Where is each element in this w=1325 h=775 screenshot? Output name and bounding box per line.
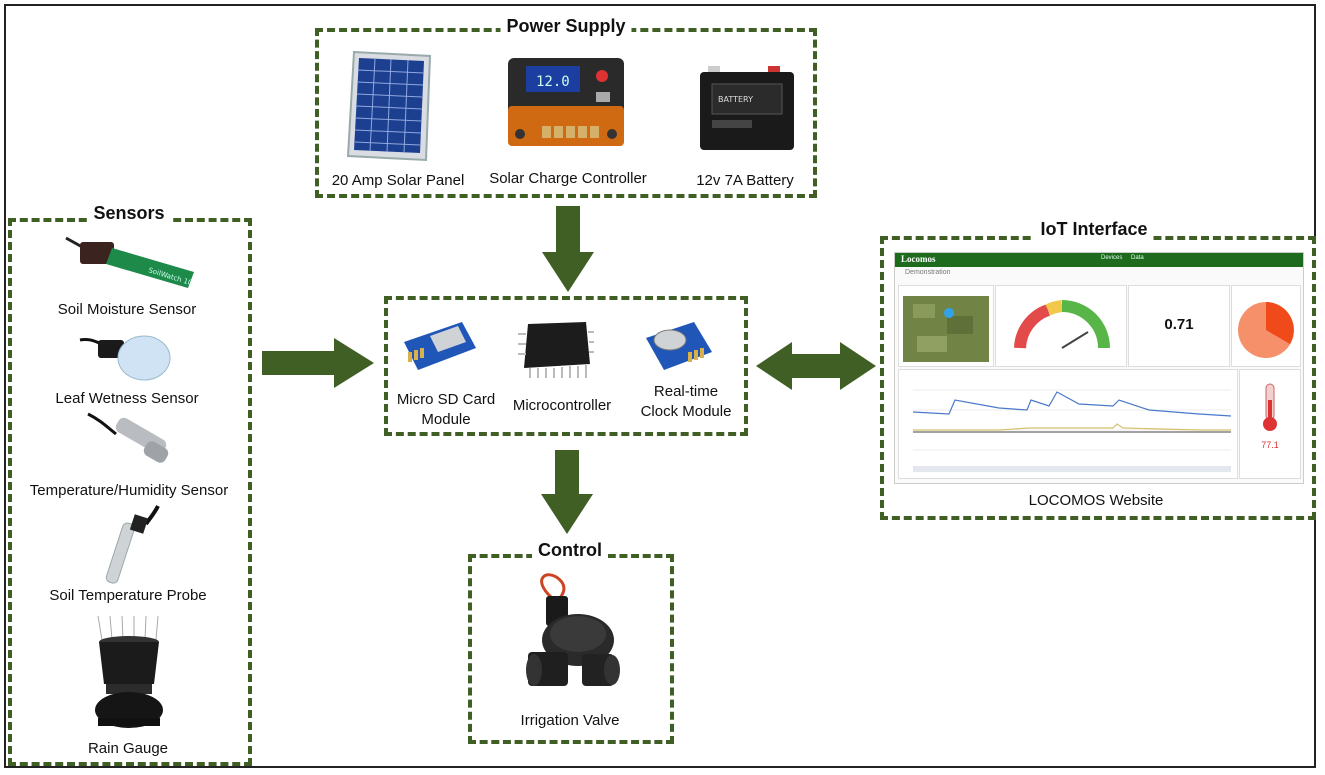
control-title: Control <box>532 540 608 561</box>
rain-gauge-image <box>84 614 174 732</box>
irrigation-valve-label: Irrigation Valve <box>520 712 620 729</box>
locomos-website-screenshot: Locomos Devices Data Demonstration 0.71 <box>894 252 1304 484</box>
arrow-sensors-to-core <box>262 338 374 388</box>
real-time-clock-module-image <box>640 318 716 374</box>
svg-text:BATTERY: BATTERY <box>718 95 753 104</box>
arrow-core-to-control <box>541 450 593 534</box>
website-nav-devices[interactable]: Devices <box>1101 255 1123 261</box>
soil-temperature-probe-label: Soil Temperature Probe <box>49 587 207 604</box>
micro-sd-card-module-image <box>400 318 480 374</box>
leaf-wetness-sensor-label: Leaf Wetness Sensor <box>55 390 199 407</box>
charge-controller-label: Solar Charge Controller <box>489 170 647 187</box>
microcontroller-label: Microcontroller <box>512 397 612 414</box>
website-thermometer-value: 77.1 <box>1261 440 1279 450</box>
website-nav-data[interactable]: Data <box>1131 255 1144 261</box>
battery-image: BATTERY <box>698 64 798 154</box>
website-map <box>903 296 989 362</box>
website-value-panel: 0.71 <box>1128 285 1230 367</box>
soil-moisture-sensor-image: SoilWatch 10 <box>62 234 198 294</box>
website-thermometer-panel: 77.1 <box>1239 369 1301 479</box>
temperature-humidity-sensor-label: Temperature/Humidity Sensor <box>29 482 229 499</box>
website-pie-panel <box>1231 285 1301 367</box>
micro-sd-card-module-label: Micro SD Card Module <box>391 390 501 430</box>
website-page-name: Demonstration <box>905 269 951 276</box>
solar-panel-image <box>340 48 440 166</box>
arrow-power-to-core <box>542 206 594 292</box>
irrigation-valve-image <box>522 570 622 700</box>
sensors-title: Sensors <box>87 203 171 224</box>
website-map-panel <box>898 285 994 367</box>
soil-temperature-probe-image <box>94 504 164 586</box>
micro-sd-card-module-text: Micro SD Card Module <box>396 391 496 428</box>
soil-moisture-sensor-label: Soil Moisture Sensor <box>57 301 197 318</box>
website-header: Locomos Devices Data <box>895 253 1303 267</box>
locomos-website-label: LOCOMOS Website <box>1028 492 1164 509</box>
solar-panel-label: 20 Amp Solar Panel <box>331 172 465 189</box>
power-supply-title: Power Supply <box>500 16 632 37</box>
charge-controller-image: 12.0 <box>506 56 626 148</box>
temperature-humidity-sensor-image <box>86 410 176 476</box>
website-line-chart-panel <box>898 369 1238 479</box>
real-time-clock-module-text: Real-time Clock Module <box>640 383 732 420</box>
leaf-wetness-sensor-image <box>78 330 174 386</box>
website-logo: Locomos <box>901 254 936 264</box>
battery-label: 12v 7A Battery <box>696 172 794 189</box>
iot-interface-title: IoT Interface <box>1034 219 1154 240</box>
svg-text:12.0: 12.0 <box>536 74 570 90</box>
real-time-clock-module-label: Real-time Clock Module <box>638 382 734 422</box>
website-gauge-panel <box>995 285 1127 367</box>
microcontroller-image <box>516 316 596 382</box>
website-gauge-value: 0.71 <box>1164 316 1194 333</box>
rain-gauge-label: Rain Gauge <box>87 740 169 757</box>
core-group <box>384 296 748 436</box>
arrow-core-iot-bidirectional <box>756 342 876 390</box>
